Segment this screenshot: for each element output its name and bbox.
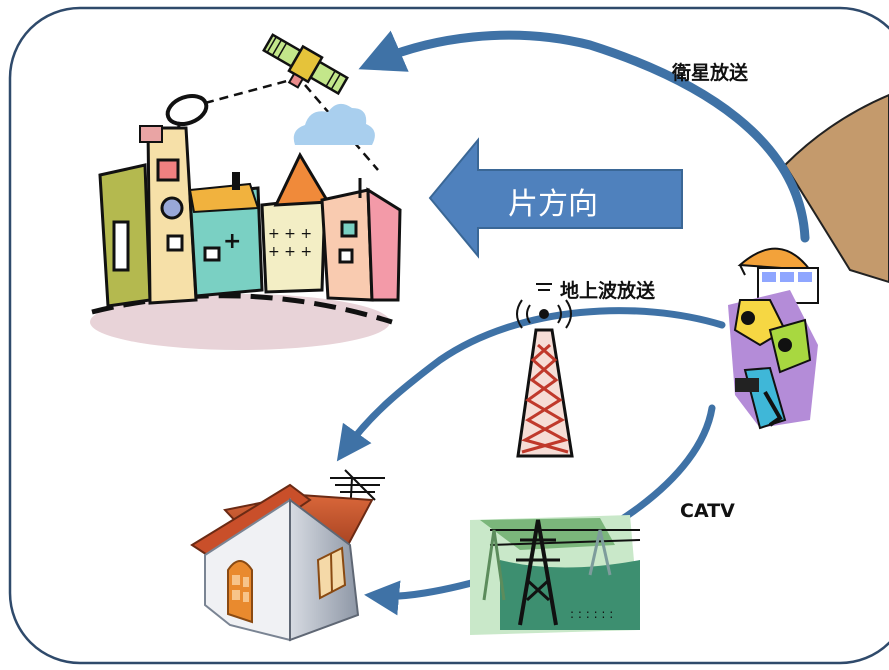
tv-tower-icon (516, 283, 574, 458)
terrestrial-label: 地上波放送 (560, 280, 656, 302)
direction-label: 片方向 (508, 187, 598, 222)
svg-text:+ + +: + + + (268, 244, 312, 260)
svg-text:: : : : : :: : : : : : : (570, 607, 613, 621)
dish-wedge-icon (783, 93, 889, 284)
cloud-icon (293, 103, 375, 145)
broadcast-station-icon (728, 247, 819, 430)
catv-label: CATV (680, 500, 735, 522)
diagram-frame (8, 6, 889, 665)
satellite-label: 衛星放送 (672, 62, 749, 84)
city-icon: + + + + + + + (90, 76, 402, 350)
house-icon (190, 469, 385, 642)
power-lines-icon: : : : : : : (470, 515, 641, 635)
satellite-icon (262, 33, 349, 96)
svg-text:+ + +: + + + (268, 226, 312, 242)
svg-text:+: + (223, 229, 241, 254)
satellite-curve (358, 30, 810, 243)
direction-arrow (428, 137, 683, 259)
terrestrial-curve (336, 307, 726, 462)
